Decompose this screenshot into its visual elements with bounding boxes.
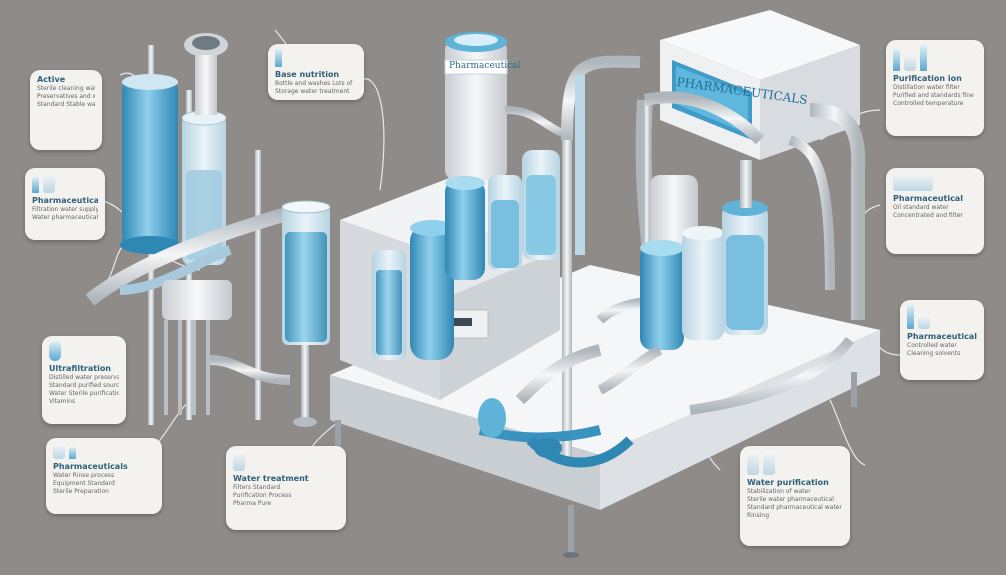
callout-line: Sterile Preparation (53, 488, 155, 496)
callout-bottom-center: Water treatment Filters Standard Purific… (226, 446, 346, 530)
callout-line: Purification Process (233, 492, 339, 500)
callout-line: Sterile cleaning water (37, 85, 95, 93)
callout-line: Storage water treatment (275, 88, 357, 96)
vial-icon (907, 305, 914, 329)
callout-line: Sterile water pharmaceutical (747, 496, 843, 504)
callout-icons (49, 341, 119, 361)
callout-line: Oil standard water (893, 204, 977, 212)
tank-label: Pharmaceutical (449, 61, 520, 71)
callout-top-left: Active Sterile cleaning water Preservati… (30, 70, 102, 150)
callout-left-lower: Ultrafiltration Distilled water preserva… (42, 336, 126, 424)
glass-cylinder (282, 201, 330, 427)
bottle-icon (747, 451, 759, 475)
flask-icon (49, 341, 61, 361)
bottle-icon (43, 173, 55, 193)
callout-icons (893, 173, 977, 191)
callout-line: Preservatives and washes (37, 93, 95, 101)
bottle-icon (893, 173, 933, 191)
callout-line: Controlled water (907, 342, 977, 350)
callout-left-middle: Pharmaceuticals Filtration water supply … (25, 168, 105, 240)
bottle-icon (53, 443, 65, 459)
callout-line: Water pharmaceutical (32, 214, 98, 222)
callout-line: Concentrated and filter (893, 212, 977, 220)
callout-bottom-right: Water purification Stabilization of wate… (740, 446, 850, 546)
callout-bottom-left: Pharmaceuticals Water Rinse process Equi… (46, 438, 162, 514)
callout-icons (53, 443, 155, 459)
callout-line: Standard purified source (49, 382, 119, 390)
callout-line: Water Rinse process (53, 472, 155, 480)
callout-title: Ultrafiltration (49, 364, 119, 374)
callout-icons (233, 451, 339, 471)
callout-line: Filtration water supply (32, 206, 98, 214)
callout-top-center: Base nutrition Bottle and washes Lots of… (268, 44, 364, 100)
callout-title: Pharmaceuticals (53, 462, 155, 472)
callout-line: Cleaning solvents (907, 350, 977, 358)
vial-icon (275, 49, 282, 67)
callout-line: Rinsing (747, 512, 843, 520)
callout-line: Distillation water filter (893, 84, 977, 92)
callout-line: Filters Standard (233, 484, 339, 492)
callout-icons (32, 173, 98, 193)
callout-right-upper: Pharmaceutical Oil standard water Concen… (886, 168, 984, 254)
callout-line: Purified and standards fine (893, 92, 977, 100)
callout-line: Water Sterile purification (49, 390, 119, 398)
callout-icons (747, 451, 843, 475)
callout-line: Standard pharmaceutical water (747, 504, 843, 512)
callout-line: Bottle and washes Lots of (275, 80, 357, 88)
callout-title: Purification ion (893, 74, 977, 84)
callout-right-middle: Pharmaceuticals Controlled water Cleanin… (900, 300, 984, 380)
callout-line: Vitamins (49, 398, 119, 406)
callout-line: Equipment Standard (53, 480, 155, 488)
callout-title: Pharmaceuticals (32, 196, 98, 206)
vial-icon (32, 177, 39, 193)
callout-title: Active (37, 75, 95, 85)
callout-line: Pharma Pure (233, 500, 339, 508)
callout-title: Pharmaceutical (893, 194, 977, 204)
callout-top-right: Purification ion Distillation water filt… (886, 40, 984, 136)
vial-icon (920, 45, 927, 71)
callout-icons (893, 45, 977, 71)
vial-icon (893, 49, 900, 71)
callout-title: Water treatment (233, 474, 339, 484)
bottle-icon (904, 53, 916, 71)
bottle-icon (918, 315, 930, 329)
callout-line: Controlled temperature (893, 100, 977, 108)
callout-title: Water purification (747, 478, 843, 488)
callout-icons (275, 49, 357, 67)
vial-icon (69, 447, 76, 459)
callout-line: Distilled water preservation (49, 374, 119, 382)
callout-title: Base nutrition (275, 70, 357, 80)
bottle-icon (763, 451, 775, 475)
right-tank-group (640, 160, 768, 350)
callout-icons (907, 305, 977, 329)
jar-icon (233, 451, 245, 471)
callout-title: Pharmaceuticals (907, 332, 977, 342)
callout-line: Stabilization of water (747, 488, 843, 496)
